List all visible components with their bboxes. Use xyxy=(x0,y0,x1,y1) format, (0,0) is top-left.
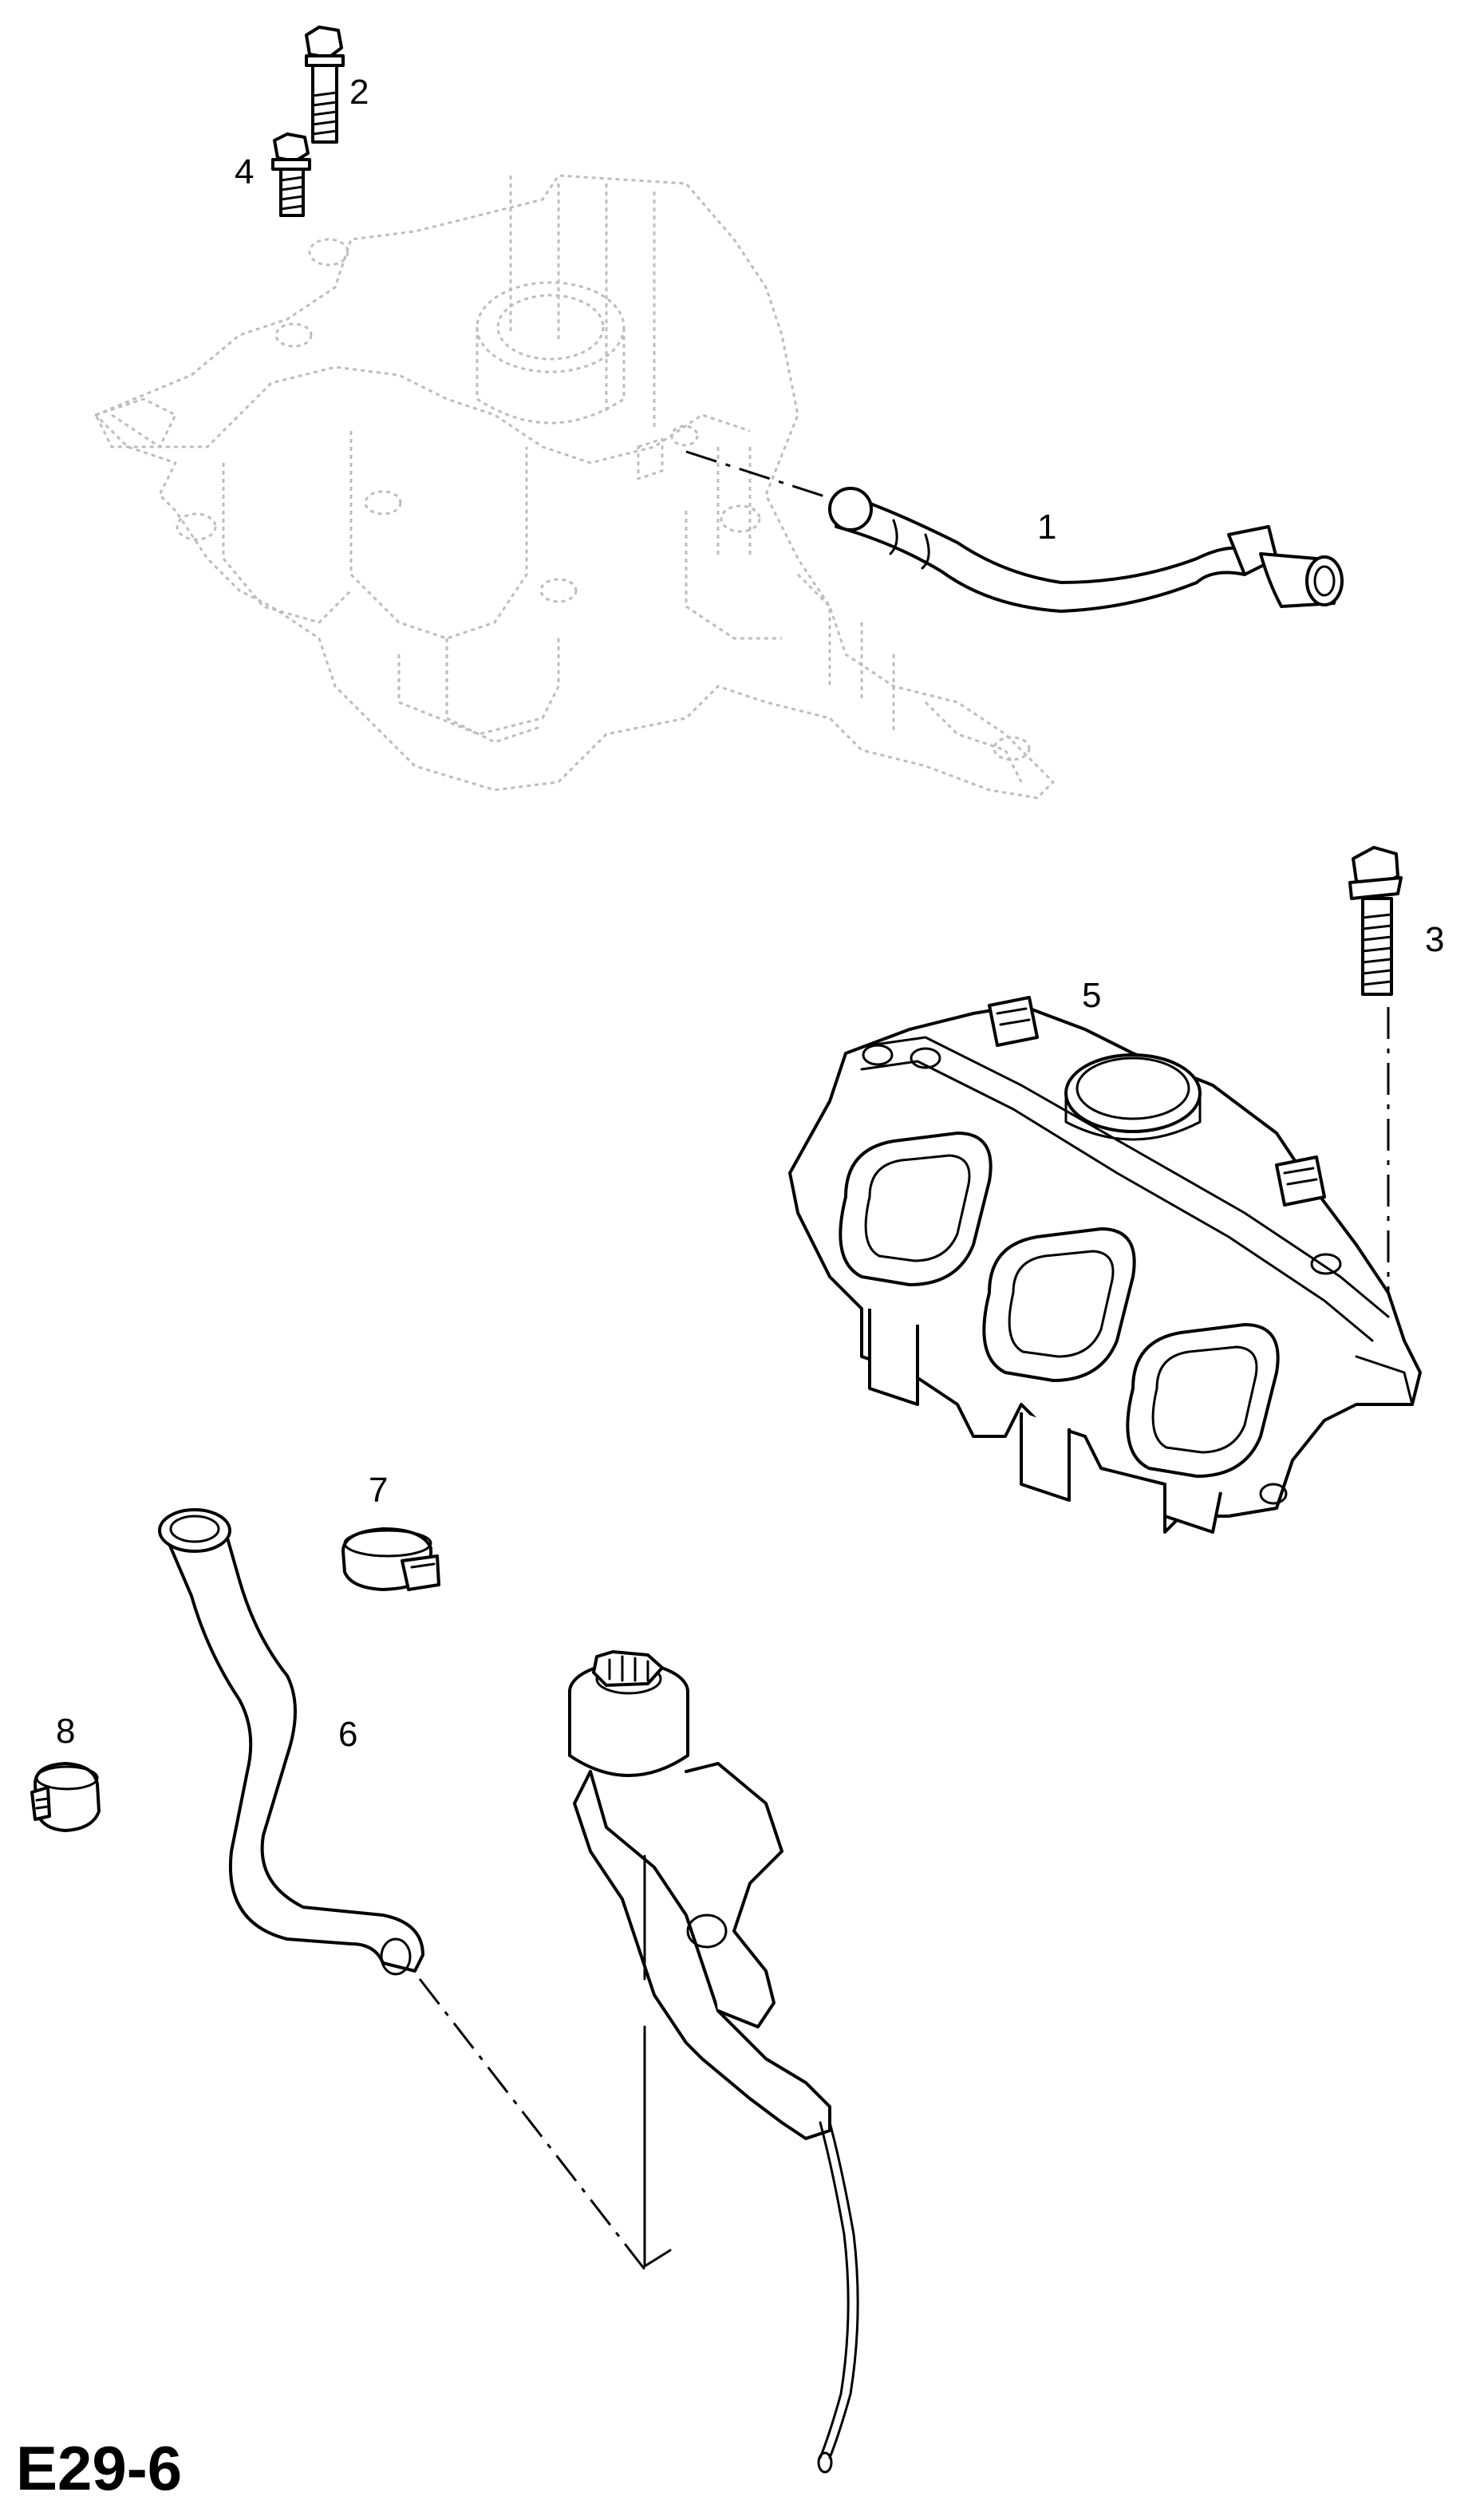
callout-3: 3 xyxy=(1425,920,1444,959)
callout-5: 5 xyxy=(1082,976,1101,1015)
callout-7: 7 xyxy=(369,1471,388,1510)
bolt-part-4 xyxy=(271,132,311,217)
hose-clamp-part-8 xyxy=(30,1762,101,1832)
bolt-part-3 xyxy=(1348,846,1403,1341)
manifold-part-5 xyxy=(788,996,1422,1534)
filler-hose-part-6 xyxy=(158,1508,646,2270)
callout-1: 1 xyxy=(1037,508,1056,547)
oil-filler-tube xyxy=(568,1650,859,2474)
sheet-code-label: E29-6 xyxy=(16,2433,182,2503)
hose-clamp-part-7 xyxy=(341,1527,440,1591)
bolt-part-2 xyxy=(305,26,345,144)
callout-8: 8 xyxy=(56,1712,75,1751)
ghost-cylinder-head-cover xyxy=(94,174,1055,800)
callout-4: 4 xyxy=(235,152,254,192)
callout-2: 2 xyxy=(349,73,369,112)
vent-hose-part-1 xyxy=(685,450,1344,613)
callout-6: 6 xyxy=(338,1715,357,1754)
